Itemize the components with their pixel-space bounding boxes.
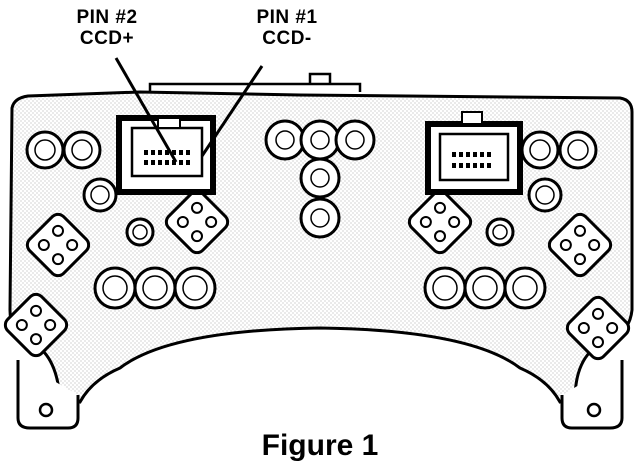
diamond-bulb-holders xyxy=(3,189,631,361)
lamp-socket xyxy=(93,266,137,310)
lamp-sockets xyxy=(25,119,598,310)
callout-pin1: PIN #1 CCD- xyxy=(242,7,332,49)
mounting-tab-right xyxy=(560,360,624,430)
lamp-socket-rings xyxy=(34,130,589,301)
mounting-tab-left xyxy=(16,360,80,430)
callout-pin1-signal: CCD- xyxy=(262,28,312,49)
leader-line-pin2 xyxy=(114,57,178,163)
ccd-connector-left xyxy=(116,115,216,195)
lamp-socket xyxy=(334,119,376,161)
lamp-socket xyxy=(62,130,102,170)
bulb-holder-diamond xyxy=(3,292,69,358)
lamp-socket xyxy=(82,177,118,213)
lamp-socket xyxy=(423,266,467,310)
bulb-holder-diamond xyxy=(25,212,91,278)
lamp-socket xyxy=(520,130,560,170)
lamp-socket xyxy=(299,119,341,161)
lamp-socket xyxy=(527,177,563,213)
bulb-holder-diamond xyxy=(407,189,473,255)
lamp-socket xyxy=(503,266,547,310)
bulb-holder-diamond xyxy=(547,212,613,278)
lamp-socket xyxy=(485,217,515,247)
lamp-socket xyxy=(25,130,65,170)
callout-pin1-number: PIN #1 xyxy=(256,7,318,28)
housing-top-ridge xyxy=(148,72,362,92)
lamp-socket xyxy=(299,197,341,239)
callout-pin2-number: PIN #2 xyxy=(76,7,138,28)
bulb-holder-diamond xyxy=(565,295,631,361)
lamp-socket xyxy=(299,157,341,199)
callout-pin2: PIN #2 CCD+ xyxy=(62,7,152,49)
lamp-socket xyxy=(264,119,306,161)
connector-right xyxy=(425,111,523,195)
lamp-socket xyxy=(125,217,155,247)
leader-line-pin1 xyxy=(200,65,264,157)
lamp-socket xyxy=(133,266,177,310)
lamp-socket xyxy=(463,266,507,310)
bulb-holder-diamond xyxy=(164,189,230,255)
lamp-socket xyxy=(173,266,217,310)
callout-pin2-signal: CCD+ xyxy=(79,28,135,49)
figure-caption: Figure 1 xyxy=(261,429,379,462)
lamp-socket xyxy=(558,130,598,170)
